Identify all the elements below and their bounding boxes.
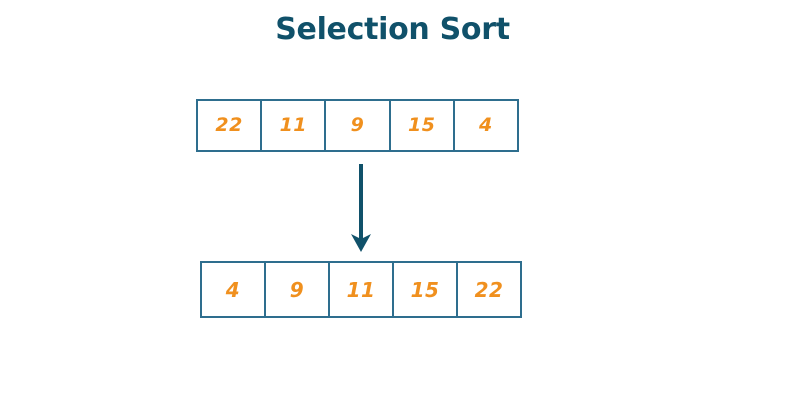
arrow-down-icon — [340, 160, 382, 255]
cell-value: 9 — [289, 277, 305, 302]
sorted-array: 4 9 11 15 22 — [200, 261, 522, 318]
cell-value: 4 — [225, 277, 241, 302]
array-cell: 9 — [326, 101, 391, 150]
array-cell: 4 — [454, 101, 518, 150]
array-cell: 11 — [262, 101, 327, 150]
cell-value: 9 — [350, 114, 365, 136]
cell-value: 15 — [410, 277, 440, 302]
array-cell: 4 — [202, 263, 266, 316]
cell-value: 11 — [346, 277, 376, 302]
cell-value: 15 — [407, 114, 436, 136]
page-title: Selection Sort — [275, 12, 510, 47]
cell-value: 4 — [479, 114, 493, 136]
array-cell: 22 — [198, 101, 263, 150]
array-cell: 15 — [394, 263, 458, 316]
array-cell: 22 — [458, 263, 520, 316]
array-cell: 11 — [330, 263, 394, 316]
array-cell: 9 — [266, 263, 330, 316]
cell-value: 11 — [279, 114, 308, 136]
array-cell: 15 — [390, 101, 455, 150]
cell-value: 22 — [474, 277, 504, 302]
cell-value: 22 — [215, 114, 243, 136]
unsorted-array: 22 11 9 15 4 — [196, 99, 519, 152]
